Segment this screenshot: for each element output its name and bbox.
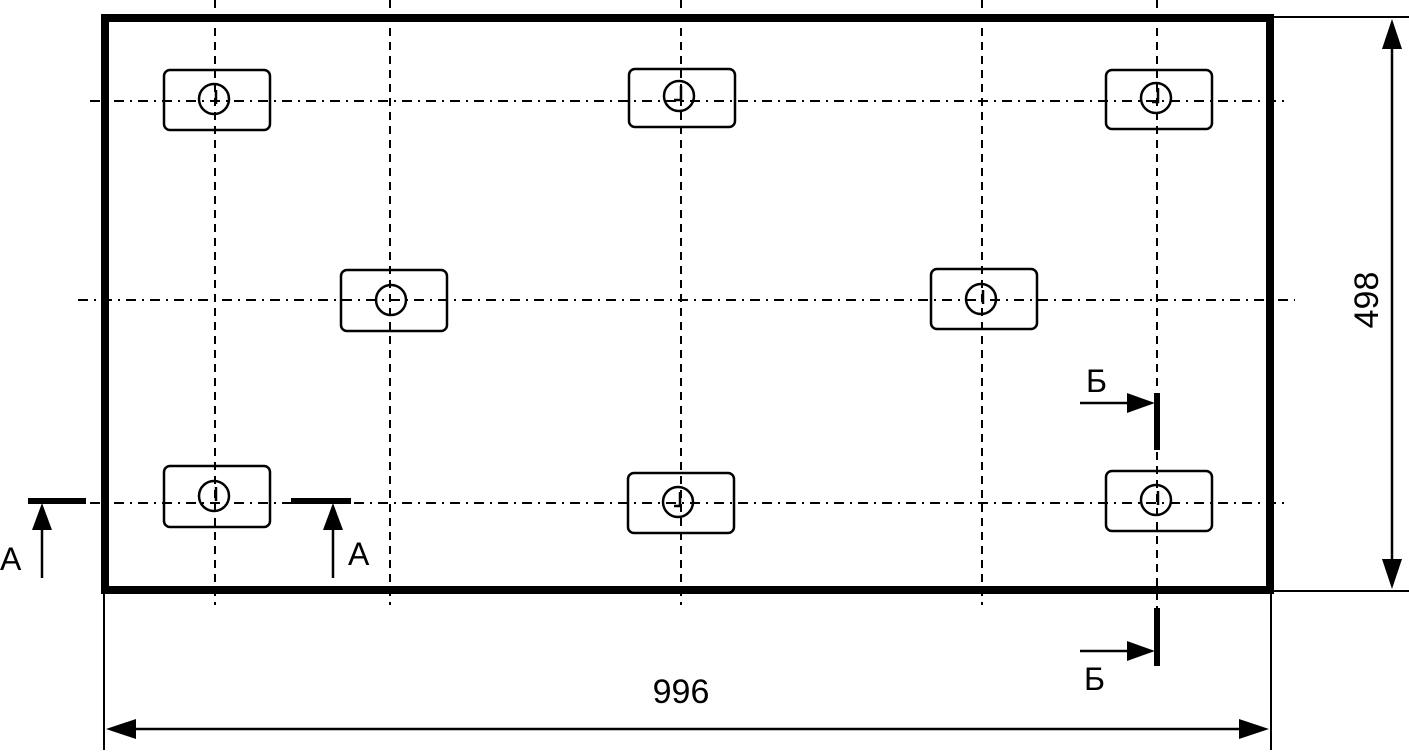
bolt-slot: [339, 268, 449, 333]
height-dimension-label: 498: [1348, 272, 1386, 329]
section-a-left-arrowhead: [32, 503, 52, 530]
bolt-slot: [627, 67, 737, 129]
bolt-slot: [1104, 469, 1214, 533]
centerlines: [78, 100, 1295, 504]
section-a-right-label: А: [348, 536, 370, 572]
height-arrow-bottom: [1382, 559, 1402, 589]
height-arrow-top: [1382, 19, 1402, 49]
plate-outline: [101, 14, 1274, 594]
section-a-markers: [28, 498, 351, 578]
section-b-top-arrowhead: [1127, 393, 1155, 413]
bolt-slot: [162, 68, 272, 132]
bolt-slot: [929, 267, 1039, 331]
section-b-bottom-arrowhead: [1127, 641, 1155, 661]
vertical-dashed-lines: [214, 0, 1158, 612]
width-arrow-right: [1239, 719, 1269, 739]
section-a-left-label: А: [0, 541, 22, 577]
width-dimension-label: 996: [653, 673, 710, 711]
bolt-slots: [162, 67, 1214, 535]
bolt-slot: [626, 471, 736, 535]
bolt-slot: [162, 464, 272, 529]
width-dimension: [103, 594, 1272, 750]
section-a-right-arrowhead: [323, 503, 343, 530]
section-b-bottom-label: Б: [1084, 661, 1105, 697]
height-dimension: [1273, 16, 1409, 592]
bolt-slot: [1104, 68, 1214, 131]
width-arrow-left: [106, 719, 136, 739]
section-b-top-label: Б: [1086, 363, 1107, 399]
section-b-markers: [1080, 393, 1160, 666]
